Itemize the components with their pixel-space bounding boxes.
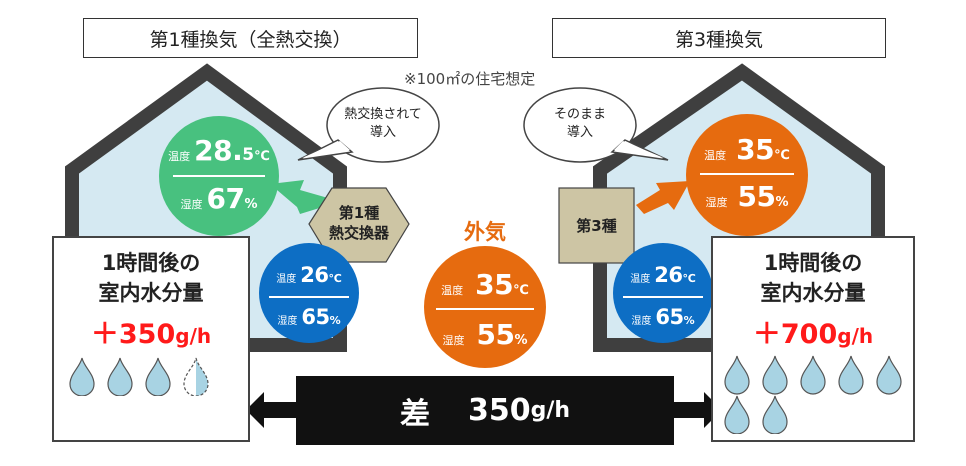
panel-type3-line1: 1時間後の <box>763 251 863 275</box>
panel-type3-drop <box>838 355 864 395</box>
heat-exchanger-label: 第1種 熱交換器 <box>309 203 409 243</box>
bubble-left-line1: 熱交換されて <box>344 107 422 122</box>
right-supply-arrow <box>636 181 690 214</box>
outside-hum-label: 湿度 <box>442 334 465 347</box>
exhaust-right-circle: 温度 26℃ 湿度 65% <box>613 243 713 343</box>
panel-type3-unit: g/h <box>837 324 874 348</box>
right-room-temp-label: 温度 <box>704 149 727 162</box>
heat-exchanger-line2: 熱交換器 <box>328 224 389 242</box>
left-room-temp-dec: 5 <box>242 145 255 165</box>
type3-label: 第3種 <box>576 217 617 235</box>
left-supply-arrow <box>270 180 328 214</box>
panel-type1-line1: 1時間後の <box>101 251 201 275</box>
panel-type1-half-drop <box>183 357 209 396</box>
panel-type3-drop <box>762 395 788 434</box>
difference-value: 350 <box>467 393 531 428</box>
left-room-temp-int: 28. <box>194 134 243 167</box>
panel-type3-drop <box>800 355 826 395</box>
panel-type1-line2: 室内水分量 <box>98 281 204 305</box>
outside-temp-label: 温度 <box>441 284 464 297</box>
outside-temp-unit: ℃ <box>513 283 529 298</box>
house-size-note: ※100㎡の住宅想定 <box>404 70 536 88</box>
panel-type1-drop <box>107 357 133 396</box>
left-room-temp-label: 温度 <box>168 150 191 163</box>
exhaust-right-temp-value: 26 <box>654 263 683 287</box>
exhaust-left-hum-unit: % <box>329 314 341 327</box>
panel-type1-plus: ＋ <box>90 317 119 350</box>
exhaust-right-hum-label: 湿度 <box>631 316 652 327</box>
panel-type3-drop <box>762 355 788 395</box>
right-room-hum-unit: % <box>775 195 789 210</box>
right-room-hum-value: 55 <box>737 180 776 213</box>
panel-type1-amount: 350 <box>118 319 176 350</box>
bubble-right-text: そのまま 導入 <box>527 106 633 142</box>
left-room-circle: 温度 28.5℃ 湿度 67% <box>159 116 279 236</box>
panel-type3-drops <box>724 355 902 434</box>
panel-type3: 1時間後の 室内水分量 ＋700g/h <box>711 236 915 442</box>
exhaust-left-hum-value: 65 <box>301 305 330 329</box>
exhaust-right-temp-label: 温度 <box>630 274 651 285</box>
panel-type1: 1時間後の 室内水分量 ＋350g/h <box>52 236 250 442</box>
difference-unit: g/h <box>530 398 571 423</box>
panel-type1-drops <box>69 357 209 396</box>
right-room-circle: 温度 35℃ 湿度 55% <box>686 114 808 236</box>
outside-air-title: 外気 <box>464 220 506 244</box>
exhaust-left-hum-label: 湿度 <box>277 316 298 327</box>
outside-hum-unit: % <box>514 333 528 348</box>
diff-arrow-right <box>670 392 722 428</box>
panel-type3-drop <box>724 395 750 434</box>
exhaust-left-temp-label: 温度 <box>276 274 297 285</box>
difference-label: 差 <box>399 396 430 432</box>
panel-type3-drop <box>724 355 750 395</box>
diff-arrow-left <box>246 392 300 428</box>
outside-air-circle: 温度 35℃ 湿度 55% <box>424 246 546 368</box>
panel-type1-drop <box>69 357 95 396</box>
panel-type3-line2: 室内水分量 <box>760 281 866 305</box>
right-room-temp-unit: ℃ <box>774 148 790 163</box>
type3-fan-box <box>558 187 635 264</box>
left-room-hum-label: 湿度 <box>180 198 203 211</box>
bubble-left-line2: 導入 <box>369 125 396 140</box>
panel-type3-amount: 700 <box>780 319 838 350</box>
exhaust-right-hum-value: 65 <box>655 305 684 329</box>
exhaust-left-temp-value: 26 <box>300 263 329 287</box>
title-type1: 第1種換気（全熱交換） <box>83 18 418 58</box>
left-room-hum-unit: % <box>244 197 258 212</box>
title-type3: 第3種換気 <box>552 18 886 58</box>
panel-type1-drop <box>145 357 171 396</box>
exhaust-left-circle: 温度 26℃ 湿度 65% <box>259 243 359 343</box>
left-room-hum-value: 67 <box>206 182 245 215</box>
exhaust-left-temp-unit: ℃ <box>328 272 342 285</box>
left-room-temp-unit: ℃ <box>254 149 270 164</box>
panel-type1-unit: g/h <box>175 324 212 348</box>
outside-temp-value: 35 <box>475 268 514 301</box>
bubble-right-line2: 導入 <box>566 125 593 140</box>
right-room-hum-label: 湿度 <box>705 196 728 209</box>
panel-type3-drop <box>876 355 902 395</box>
heat-exchanger-line1: 第1種 <box>338 204 380 222</box>
outside-hum-value: 55 <box>476 318 515 351</box>
right-room-temp-value: 35 <box>736 133 775 166</box>
bubble-left-text: 熱交換されて 導入 <box>330 106 436 142</box>
bubble-right-line1: そのまま <box>553 107 606 122</box>
exhaust-right-hum-unit: % <box>683 314 695 327</box>
panel-type3-plus: ＋ <box>752 317 781 350</box>
exhaust-right-temp-unit: ℃ <box>682 272 696 285</box>
